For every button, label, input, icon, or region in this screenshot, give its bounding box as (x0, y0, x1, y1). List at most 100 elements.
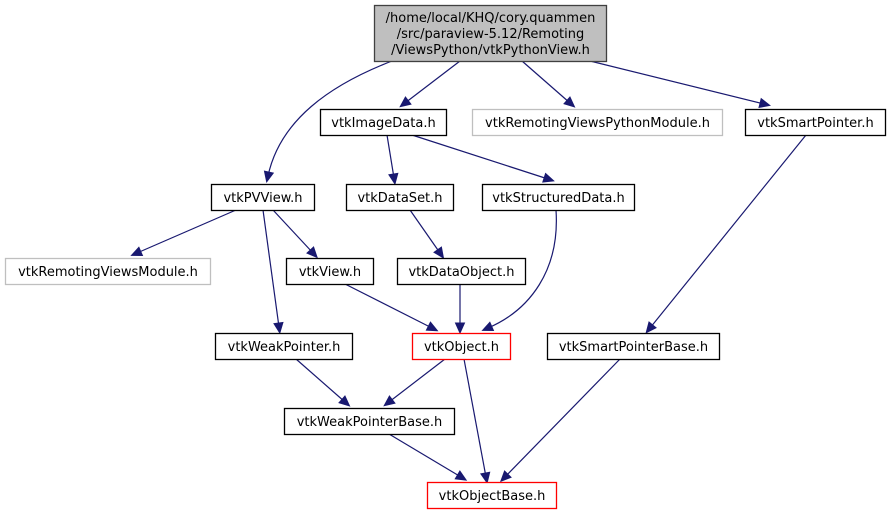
edge-line (388, 433, 462, 478)
node-root-box (373, 4, 608, 63)
edge-vtkDataSet-to-vtkDataObject (409, 209, 445, 259)
node-label: vtkView.h (299, 265, 361, 280)
edge-line (411, 134, 549, 180)
node-vtkSmartPointerBase[interactable]: vtkSmartPointerBase.h (546, 332, 721, 361)
edge-vtkImageData-to-vtkDataSet (386, 134, 399, 186)
node-box (319, 108, 448, 137)
arrowhead-icon (542, 172, 555, 183)
edge-vtkPVView-to-vtkWeakPointer (262, 209, 284, 335)
edge-line (649, 134, 807, 329)
node-label: vtkDataObject.h (408, 265, 514, 280)
node-label: vtkRemotingViewsModule.h (18, 265, 198, 280)
arrowhead-icon (399, 96, 412, 108)
edge-vtkPVView-to-vtkRemotingViewsModule (130, 209, 237, 257)
node-vtkImageData[interactable]: vtkImageData.h (319, 108, 448, 137)
node-vtkDataObject[interactable]: vtkDataObject.h (396, 257, 527, 286)
edge-line (386, 134, 395, 179)
node-label: vtkRemotingViewsPythonModule.h (485, 116, 710, 131)
node-vtkDataSet[interactable]: vtkDataSet.h (345, 183, 455, 212)
node-label: vtkStructuredData.h (492, 191, 624, 206)
edge-root-to-vtkSmartPointer (589, 60, 772, 109)
node-box (396, 257, 527, 286)
arrowhead-icon (388, 172, 399, 186)
node-label: vtkWeakPointerBase.h (297, 415, 443, 430)
node-vtkObject[interactable]: vtkObject.h (411, 332, 512, 361)
node-root: /home/local/KHQ/cory.quammen /src/paravi… (373, 4, 608, 63)
nodes-layer: /home/local/KHQ/cory.quammen /src/paravi… (4, 4, 887, 510)
edges-layer (130, 60, 807, 485)
arrowhead-icon (306, 246, 318, 259)
node-root-line-3: /ViewsPython/vtkPythonView.h (391, 43, 590, 58)
arrowhead-icon (454, 322, 466, 335)
node-box (4, 257, 212, 286)
edge-line (487, 209, 557, 329)
node-label: vtkSmartPointerBase.h (559, 340, 708, 355)
node-vtkSmartPointer[interactable]: vtkSmartPointer.h (744, 108, 887, 137)
edge-vtkImageData-to-vtkStructuredData (411, 134, 555, 183)
arrowhead-icon (479, 471, 491, 485)
node-box (744, 108, 887, 137)
edge-vtkObject-to-vtkObjectBase (463, 358, 491, 485)
edge-vtkPVView-to-vtkView (272, 209, 318, 259)
arrowhead-icon (263, 170, 275, 184)
node-box (345, 183, 455, 212)
node-vtkWeakPointer[interactable]: vtkWeakPointer.h (214, 332, 354, 361)
edge-vtkStructuredData-to-vtkObject (481, 209, 557, 332)
edge-line (344, 283, 433, 329)
edge-line (295, 358, 346, 403)
node-label: vtkImageData.h (331, 116, 435, 131)
arrowhead-icon (481, 321, 495, 332)
node-label: vtkSmartPointer.h (757, 116, 873, 131)
arrowhead-icon (758, 97, 772, 109)
node-box (481, 183, 636, 212)
node-root-line-2: /src/paraview-5.12/Remoting (397, 27, 584, 42)
node-vtkStructuredData[interactable]: vtkStructuredData.h (481, 183, 636, 212)
edge-line (272, 209, 314, 254)
node-vtkObjectBase[interactable]: vtkObjectBase.h (426, 481, 558, 510)
arrowhead-icon (130, 246, 144, 257)
arrowhead-icon (499, 470, 512, 483)
node-vtkRemotingViewsPythonModule: vtkRemotingViewsPythonModule.h (471, 108, 724, 137)
node-box (283, 407, 456, 436)
arrowhead-icon (383, 395, 396, 407)
edge-root-to-vtkImageData (399, 60, 461, 108)
node-box (546, 332, 721, 361)
node-box (411, 332, 512, 361)
edge-line (388, 358, 446, 403)
edge-vtkObject-to-vtkWeakPointerBase (383, 358, 446, 407)
edge-line (267, 60, 393, 177)
edge-vtkSmartPointer-to-vtkSmartPointerBase (645, 134, 807, 334)
edge-root-to-vtkPVView (263, 60, 393, 184)
edge-root-to-vtkRemotingViewsPythonModule (521, 60, 576, 108)
arrowhead-icon (563, 96, 576, 108)
node-label: vtkObject.h (424, 340, 499, 355)
node-label: vtkWeakPointer.h (228, 340, 341, 355)
edge-vtkView-to-vtkObject (344, 283, 439, 332)
edge-vtkWeakPointerBase-to-vtkObjectBase (388, 433, 468, 481)
node-label: vtkPVView.h (223, 191, 302, 206)
edge-line (136, 209, 237, 254)
edge-line (589, 60, 765, 105)
edge-line (521, 60, 571, 104)
edge-line (463, 358, 487, 478)
node-vtkWeakPointerBase[interactable]: vtkWeakPointerBase.h (283, 407, 456, 436)
edge-vtkSmartPointerBase-to-vtkObjectBase (499, 358, 621, 483)
node-vtkView[interactable]: vtkView.h (285, 257, 375, 286)
node-root-line-1: /home/local/KHQ/cory.quammen (386, 11, 596, 26)
node-box (210, 183, 316, 212)
arrowhead-icon (454, 470, 468, 481)
node-box (471, 108, 724, 137)
arrowhead-icon (273, 321, 284, 335)
edge-line (262, 209, 280, 328)
node-vtkPVView[interactable]: vtkPVView.h (210, 183, 316, 212)
edge-vtkWeakPointer-to-vtkWeakPointerBase (295, 358, 351, 407)
arrowhead-icon (645, 321, 657, 334)
edge-line (409, 209, 441, 254)
arrowhead-icon (338, 395, 351, 407)
node-vtkRemotingViewsModule: vtkRemotingViewsModule.h (4, 257, 212, 286)
arrowhead-icon (425, 321, 439, 332)
node-box (285, 257, 375, 286)
node-box (214, 332, 354, 361)
node-label: vtkDataSet.h (357, 191, 442, 206)
